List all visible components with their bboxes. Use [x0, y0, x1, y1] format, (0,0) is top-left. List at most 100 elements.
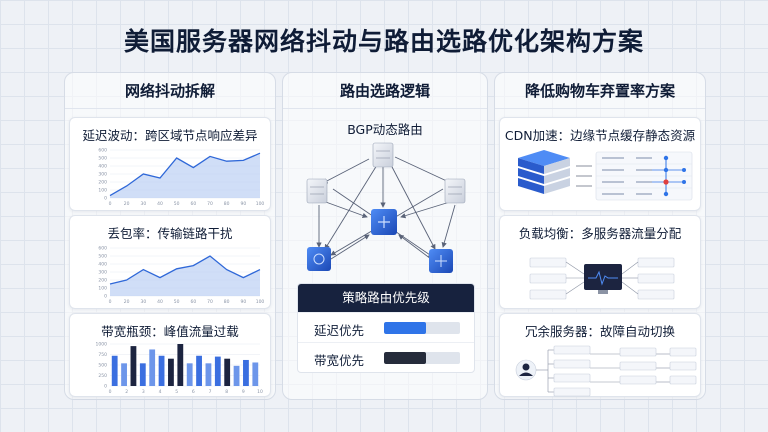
cdn-card: CDN加速：边缘节点缓存静态资源 — [499, 117, 701, 211]
y-tick-label: 400 — [98, 262, 107, 268]
page-title: 美国服务器网络抖动与路由选路优化架构方案 — [123, 27, 644, 56]
packet-loss-card-title: 丢包率：传输链路干扰 — [107, 226, 233, 241]
y-tick-label: 200 — [98, 278, 107, 284]
y-tick-label: 500 — [98, 156, 107, 162]
bgp-topology-diagram — [306, 142, 466, 273]
x-tick-label: 0 — [109, 389, 112, 395]
latency-priority-row: 延迟优先 — [298, 312, 474, 342]
y-tick-label: 100 — [98, 286, 107, 292]
latency-priority-bar-track — [384, 322, 460, 334]
y-tick-label: 400 — [98, 164, 107, 170]
series-line — [109, 152, 261, 197]
lb-monitor-icon — [584, 264, 622, 294]
x-tick-label: 4 — [159, 389, 162, 395]
x-tick-label: 6 — [192, 389, 195, 395]
x-tick-label: 5 — [175, 389, 178, 395]
x-tick-label: 3 — [142, 389, 145, 395]
x-tick-label: 0 — [109, 299, 112, 305]
edge-node-table — [595, 151, 693, 201]
failover-server-nodes — [553, 345, 697, 397]
bar — [121, 363, 127, 386]
bar — [158, 355, 165, 386]
y-tick-label: 200 — [98, 180, 107, 186]
area-fill — [110, 256, 260, 296]
failover-links — [536, 349, 670, 393]
bar — [196, 355, 202, 386]
right-server-icon — [444, 178, 466, 204]
y-tick-label: 600 — [98, 246, 107, 252]
latency-priority-bar-fill — [384, 322, 426, 334]
failover-diagram — [515, 345, 697, 397]
core-router-icon — [371, 209, 397, 235]
x-tick-label: 20 — [124, 201, 130, 207]
top-server-icon — [372, 142, 394, 168]
load-balancing-diagram — [529, 257, 675, 300]
y-tick-label: 500 — [98, 254, 107, 260]
redundant-server-card-title: 冗余服务器：故障自动切换 — [524, 324, 675, 339]
x-tick-label: 30 — [140, 299, 146, 305]
route-arrows — [316, 156, 456, 260]
x-tick-label: 7 — [209, 389, 212, 395]
bar — [168, 358, 174, 386]
redundant-server-card: 冗余服务器：故障自动切换 — [499, 313, 701, 397]
bar — [252, 362, 259, 386]
x-tick-label: 100 — [256, 201, 265, 207]
cdn-diagram — [518, 150, 693, 201]
x-tick-label: 0 — [109, 201, 112, 207]
x-tick-label: 70 — [207, 201, 213, 207]
y-tick-label: 100 — [98, 188, 107, 194]
y-tick-label: 0 — [104, 384, 107, 390]
load-balancing-card: 负载均衡：多服务器流量分配 — [499, 215, 701, 309]
load-balancing-card-title: 负载均衡：多服务器流量分配 — [518, 226, 682, 241]
lb-links — [565, 261, 639, 295]
bar — [149, 349, 156, 386]
bandwidth-priority-bar-fill — [384, 352, 426, 364]
x-tick-label: 90 — [240, 201, 246, 207]
bandwidth-priority-bar-track — [384, 352, 460, 364]
edge-router-right-icon — [429, 249, 453, 273]
bgp-subtitle: BGP动态路由 — [347, 122, 423, 137]
cart-abandonment-header: 降低购物车弃置率方案 — [495, 73, 705, 109]
edge-router-left-icon — [307, 247, 331, 271]
bar — [214, 356, 221, 386]
cdn-arrows — [576, 165, 592, 187]
bar — [205, 363, 212, 386]
y-tick-label: 750 — [98, 352, 107, 358]
routing-logic-header: 路由选路逻辑 — [283, 73, 487, 109]
y-tick-label: 500 — [98, 363, 107, 369]
x-tick-label: 30 — [140, 201, 146, 207]
area-fill — [110, 153, 260, 198]
left-server-icon — [306, 178, 328, 204]
x-tick-label: 80 — [224, 201, 230, 207]
bar — [139, 363, 146, 386]
bar — [233, 365, 240, 386]
x-tick-label: 100 — [256, 299, 265, 305]
server-stack-icon — [518, 150, 570, 194]
jitter-breakdown-header: 网络抖动拆解 — [65, 73, 275, 109]
x-tick-label: 70 — [207, 299, 213, 305]
y-tick-label: 600 — [98, 148, 107, 154]
y-tick-label: 0 — [104, 196, 107, 202]
bar — [243, 359, 249, 386]
bandwidth-priority-row: 带宽优先 — [298, 342, 474, 372]
x-tick-label: 40 — [157, 201, 163, 207]
x-tick-label: 40 — [157, 299, 163, 305]
bar — [177, 344, 184, 386]
series-line — [109, 255, 261, 285]
x-tick-label: 20 — [124, 299, 130, 305]
x-tick-label: 50 — [174, 299, 180, 305]
y-tick-label: 1000 — [96, 342, 108, 348]
latency-priority-label: 延迟优先 — [314, 323, 365, 338]
y-tick-label: 300 — [98, 270, 107, 276]
x-tick-label: 50 — [174, 201, 180, 207]
bandwidth-priority-label: 带宽优先 — [314, 353, 365, 368]
bar — [130, 346, 137, 386]
y-tick-label: 300 — [98, 172, 107, 178]
bandwidth-card-title: 带宽瓶颈：峰值流量过载 — [101, 324, 239, 339]
